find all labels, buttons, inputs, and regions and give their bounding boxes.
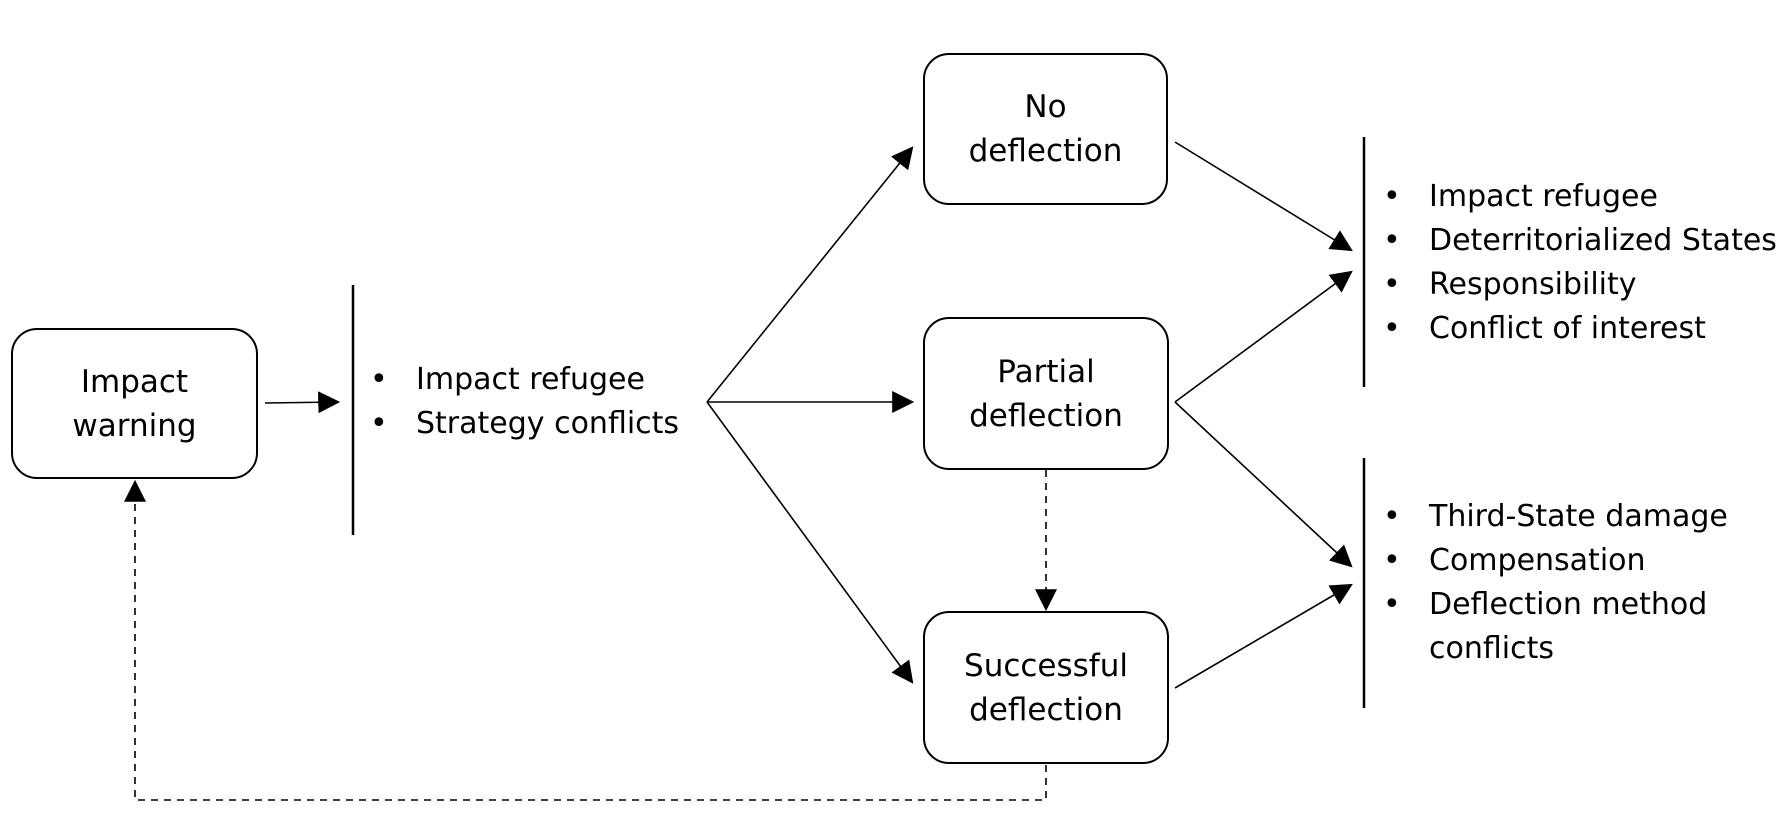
- list-success-issues: Third-State damage Compensation Deflecti…: [1383, 495, 1728, 671]
- node-no-deflection-line1: No: [1024, 89, 1067, 125]
- node-no-deflection-line2: deflection: [968, 133, 1123, 169]
- node-partial-deflection-line2: deflection: [969, 397, 1123, 434]
- list-failure-issues: Impact refugee Deterritorialized States …: [1383, 175, 1777, 351]
- node-successful-deflection-line2: deflection: [969, 691, 1123, 728]
- node-impact-warning-line2: warning: [72, 407, 197, 444]
- arrow-partial-to-failure-issues: [1174, 270, 1353, 403]
- list-item: Deflection method conflicts: [1383, 583, 1713, 671]
- arrow-successful-to-success-issues: [1174, 583, 1353, 689]
- arrow-to-successful-deflection: [706, 401, 914, 684]
- arrow-to-no-deflection: [706, 146, 914, 403]
- arrow-warning-to-issues: [264, 391, 341, 414]
- list-item: Third-State damage: [1383, 495, 1728, 539]
- arrow-no-to-failure-issues: [1174, 141, 1353, 252]
- list-item: Impact refugee: [370, 358, 679, 402]
- node-impact-warning-line1: Impact: [80, 363, 189, 400]
- arrow-partial-to-success-issues: [1174, 401, 1353, 568]
- node-impact-warning: Impact warning: [11, 328, 258, 479]
- list-item: Impact refugee: [1383, 175, 1777, 219]
- dashed-loop-successful-to-warning: [124, 479, 1047, 801]
- list-initial-issues: Impact refugee Strategy conflicts: [370, 358, 679, 446]
- node-no-deflection: No deflection: [923, 53, 1168, 205]
- list-item: Compensation: [1383, 539, 1713, 583]
- node-successful-deflection: Successful deflection: [923, 611, 1169, 764]
- node-successful-deflection-line1: Successful: [964, 647, 1128, 684]
- list-item: Responsibility: [1383, 263, 1777, 307]
- node-partial-deflection-line1: Partial: [997, 353, 1095, 390]
- node-partial-deflection: Partial deflection: [923, 317, 1169, 470]
- list-item: Deterritorialized States: [1383, 219, 1777, 263]
- list-item: Strategy conflicts: [370, 402, 679, 446]
- list-item: Conflict of interest: [1383, 307, 1777, 351]
